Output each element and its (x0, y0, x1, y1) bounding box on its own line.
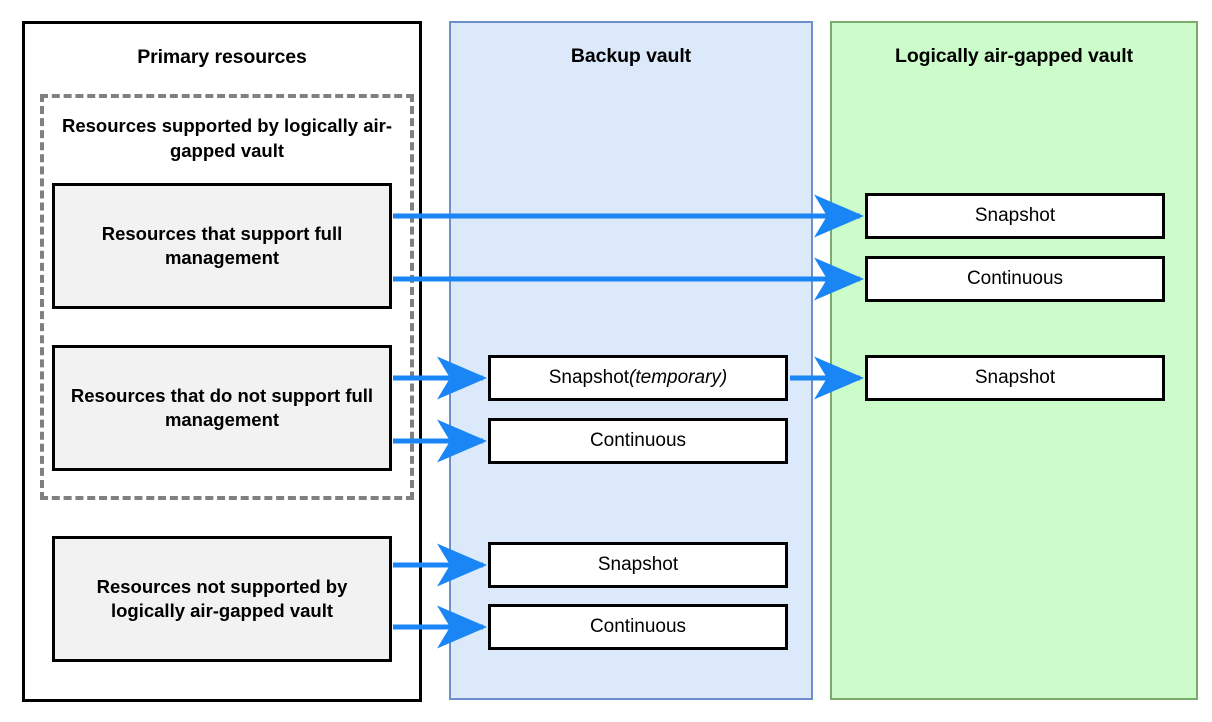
lag-vault-box-continuous-1: Continuous (865, 256, 1165, 302)
backup-vault-box-continuous-2: Continuous (488, 604, 788, 650)
resource-box-unsupported: Resources not supported by logically air… (52, 536, 392, 662)
backup-vault-box-snapshot-temporary: Snapshot (temporary) (488, 355, 788, 401)
backup-vault-box-snapshot-temporary-qualifier: (temporary) (629, 367, 728, 388)
column-title-logically-air-gapped-vault: Logically air-gapped vault (895, 45, 1133, 67)
column-title-primary-resources: Primary resources (137, 46, 307, 68)
lag-vault-box-snapshot-2: Snapshot (865, 355, 1165, 401)
resource-box-full-management: Resources that support full management (52, 183, 392, 309)
lag-vault-box-snapshot-1: Snapshot (865, 193, 1165, 239)
resource-box-not-full-management: Resources that do not support full manag… (52, 345, 392, 471)
backup-vault-box-continuous-2-label: Continuous (589, 616, 687, 637)
backup-vault-box-snapshot-2: Snapshot (488, 542, 788, 588)
dashed-group-supported-resources: Resources supported by logically air-gap… (40, 94, 414, 500)
backup-vault-box-snapshot-2-label: Snapshot (597, 554, 679, 575)
backup-vault-box-snapshot-temporary-label: Snapshot (548, 367, 630, 388)
lag-vault-box-continuous-1-label: Continuous (966, 268, 1064, 289)
dashed-group-label: Resources supported by logically air-gap… (61, 115, 392, 161)
lag-vault-box-snapshot-2-label: Snapshot (974, 367, 1056, 388)
backup-vault-box-continuous-1: Continuous (488, 418, 788, 464)
column-title-backup-vault: Backup vault (570, 45, 692, 67)
resource-box-full-management-label: Resources that support full management (101, 222, 343, 268)
backup-vault-box-continuous-1-label: Continuous (589, 430, 687, 451)
resource-box-unsupported-label: Resources not supported by logically air… (96, 575, 348, 621)
lag-vault-box-snapshot-1-label: Snapshot (974, 205, 1056, 226)
resource-box-not-full-management-label: Resources that do not support full manag… (70, 384, 374, 430)
